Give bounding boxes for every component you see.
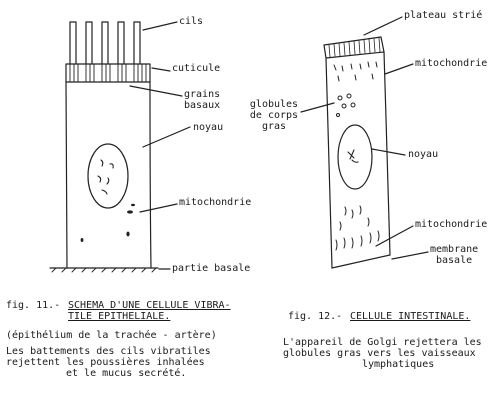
label-mitochondrie-top: mitochondrie [415, 58, 488, 69]
label-partie-basale: partie basale [172, 263, 251, 274]
fig11-cell-wall-left [65, 81, 68, 269]
fig11-caption-text-line1: Les battements des cils vibratiles [6, 346, 211, 357]
label-membrane-line2: basale [436, 255, 473, 266]
fig11-caption-number: fig. 11.- [6, 300, 61, 311]
fig12-caption-text-line3: lymphatiques [362, 359, 435, 370]
fig11-cell [49, 21, 191, 273]
label-membrane-line1: membrane [430, 244, 479, 255]
fig12-cell-wall-right [383, 51, 391, 256]
label-noyau-fig12: noyau [408, 149, 439, 160]
label-plateau-strie: plateau strié [404, 10, 483, 21]
label-grains-line1: grains [184, 89, 221, 100]
label-mitochondrie-bottom: mitochondrie [415, 219, 488, 230]
fig12-mitochondria-top [333, 61, 378, 82]
fig12-basal-membrane [331, 254, 391, 269]
fig11-caption-title-line1: SCHEMA D'UNE CELLULE VIBRA- [68, 300, 231, 311]
fig11-caption-text-line2: rejettent les poussières inhalées [6, 357, 205, 368]
fig11-cuticle-hatching [69, 63, 147, 83]
label-globules-line2: de corps [249, 110, 299, 121]
fig11-caption-title-line2: TILE EPITHELIALE. [68, 311, 171, 322]
label-mitochondrie-fig11: mitochondrie [179, 197, 252, 208]
fig11-leader-lines [129, 21, 191, 270]
fig11-caption-text-line3: et le mucus secrété. [66, 368, 187, 379]
fig11-caption-subtitle: (épithélium de la trachée - artère) [6, 330, 217, 341]
fig12-chromatin [347, 149, 359, 163]
fig12-caption-text-line2: globules gras vers les vaisseaux [283, 348, 476, 359]
fig12-fat-globules [336, 93, 356, 117]
fig12-cell [300, 16, 429, 269]
label-globules-line3: gras [261, 121, 287, 132]
fig11-mitochondria [80, 203, 135, 242]
fig11-cuticle-band [65, 63, 151, 83]
fig12-cell-wall-left [325, 57, 333, 269]
label-noyau-fig11: noyau [193, 122, 224, 133]
fig11-cilia [69, 21, 141, 65]
label-globules-line1: globules [249, 99, 299, 110]
label-cuticule: cuticule [172, 63, 221, 74]
label-grains-line2: basaux [184, 100, 221, 111]
fig12-caption-number: fig. 12.- [288, 311, 343, 322]
fig11-chromatin [97, 159, 114, 195]
fig12-leader-lines [300, 16, 429, 260]
fig12-nucleus [337, 124, 373, 190]
label-cils: cils [179, 16, 204, 27]
fig12-caption-text-line1: L'appareil de Golgi rejettera les [283, 337, 482, 348]
fig12-brush-hatching [328, 37, 381, 58]
fig11-nucleus [87, 143, 129, 209]
fig11-cell-wall-right [149, 81, 152, 269]
fig12-mitochondria-bottom [335, 205, 380, 251]
fig11-basal-hatching [51, 267, 157, 273]
fig12-caption-title: CELLULE INTESTINALE. [350, 311, 471, 322]
